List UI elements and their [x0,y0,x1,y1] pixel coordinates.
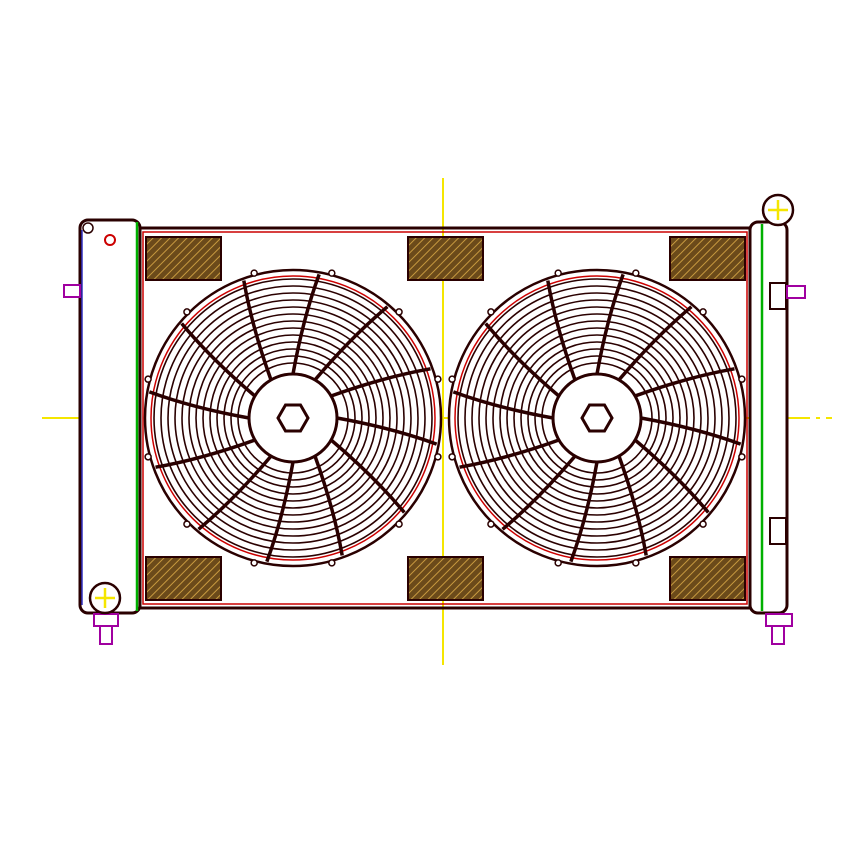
left-drain-fitting [93,613,119,627]
mounting-pad [407,556,484,601]
left-cap-icon [88,581,122,615]
fittings [63,284,806,645]
mounting-pad [669,236,746,281]
left-tank [78,218,142,615]
mounting-pad [145,236,222,281]
fan-icon [143,268,443,568]
fan-icon [447,268,747,568]
right-tank [748,220,789,615]
fan-hub-nut-icon [580,403,614,433]
mounting-pad [145,556,222,601]
fan-hub-nut-icon [276,403,310,433]
right-outlet-fitting [786,285,806,299]
right-drain-fitting [765,613,793,627]
mounting-pad [669,556,746,601]
fans [143,268,747,568]
mounting-pads [145,236,746,601]
filler-caps [88,193,795,615]
left-inlet-fitting [63,284,81,298]
right-cap-icon [761,193,795,227]
mounting-pad [407,236,484,281]
